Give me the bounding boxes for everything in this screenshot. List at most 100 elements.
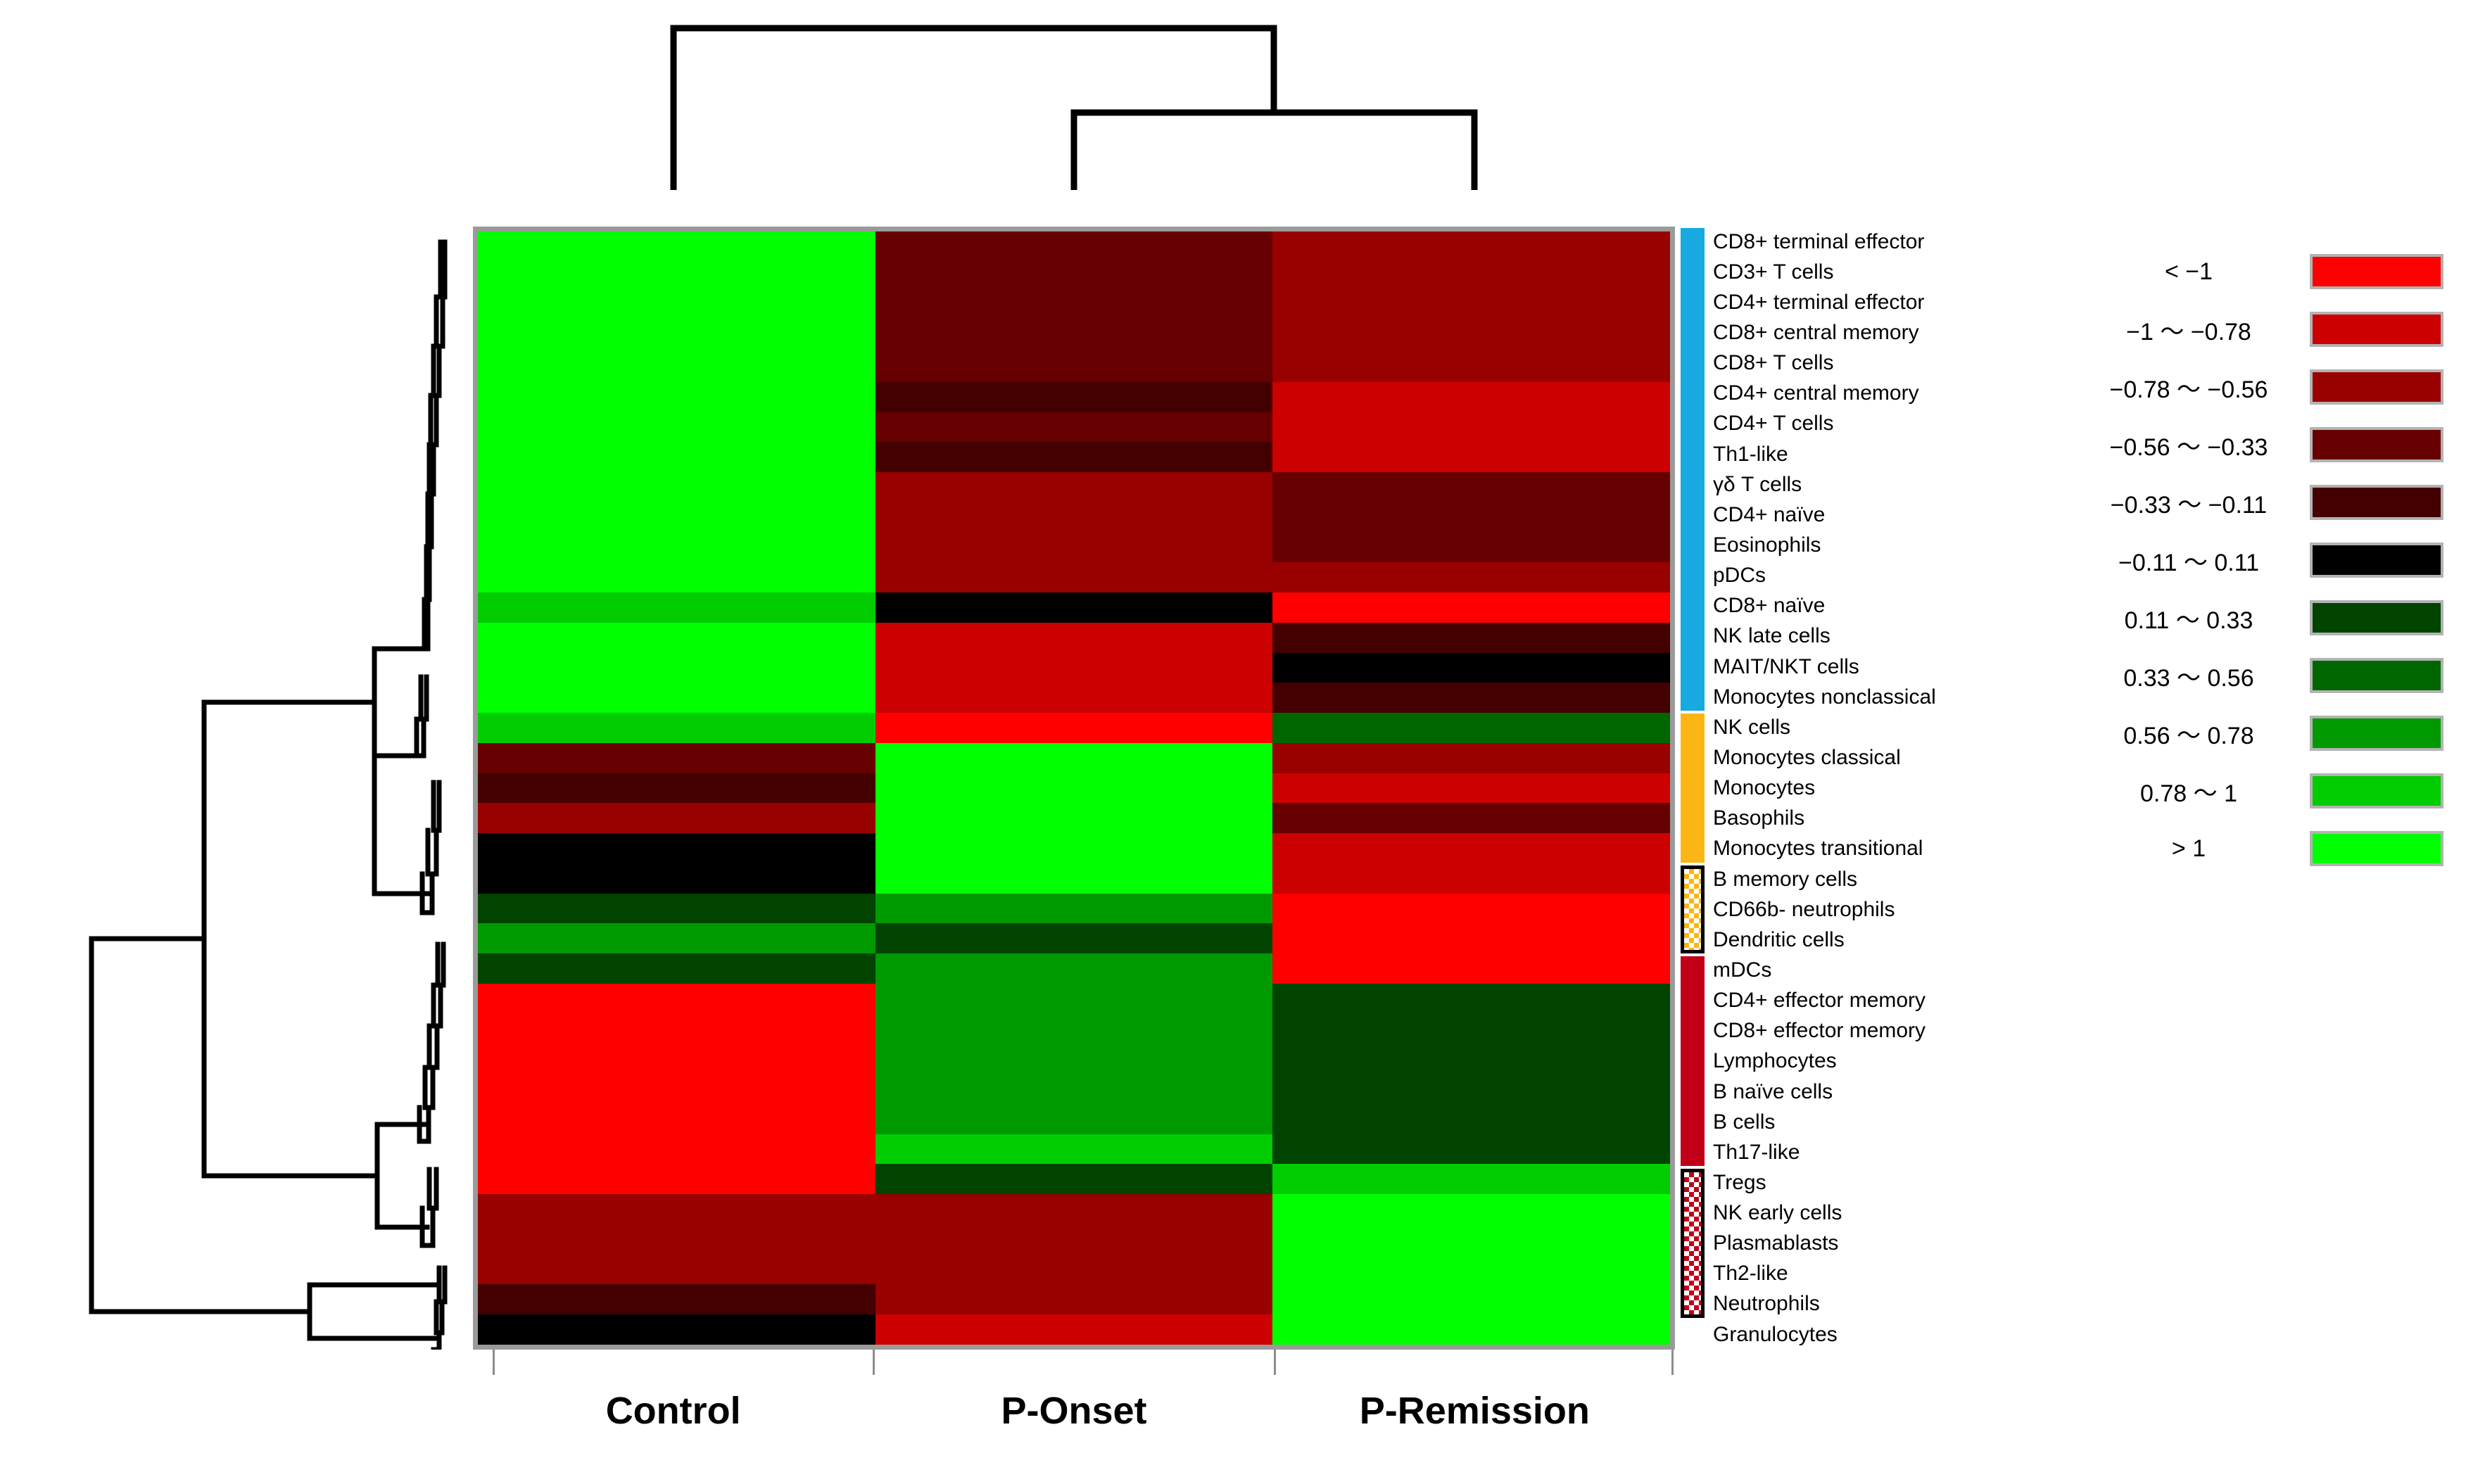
heatmap-cell[interactable] (1272, 833, 1671, 863)
heatmap-cell[interactable] (875, 412, 1273, 443)
heatmap-cell[interactable] (478, 773, 875, 804)
heatmap-cell[interactable] (875, 1044, 1273, 1074)
heatmap-cell[interactable] (875, 442, 1273, 472)
heatmap-cell[interactable] (1272, 953, 1671, 984)
heatmap-cell[interactable] (875, 562, 1273, 592)
heatmap-cell[interactable] (875, 863, 1273, 894)
heatmap-cell[interactable] (478, 1284, 875, 1314)
heatmap-cell[interactable] (875, 352, 1273, 382)
heatmap-cell[interactable] (875, 713, 1273, 743)
heatmap-cell[interactable] (478, 833, 875, 863)
heatmap-cell[interactable] (875, 893, 1273, 924)
heatmap-cell[interactable] (875, 502, 1273, 533)
heatmap-cell[interactable] (478, 291, 875, 322)
heatmap-cell[interactable] (875, 803, 1273, 833)
heatmap-cell[interactable] (1272, 893, 1671, 924)
heatmap-cell[interactable] (1272, 622, 1671, 653)
heatmap-cell[interactable] (1272, 652, 1671, 683)
heatmap-cell[interactable] (1272, 291, 1671, 322)
heatmap-cell[interactable] (875, 1314, 1273, 1345)
heatmap-cell[interactable] (1272, 261, 1671, 292)
heatmap-cell[interactable] (1272, 502, 1671, 533)
heatmap-cell[interactable] (1272, 983, 1671, 1014)
heatmap-cell[interactable] (875, 1134, 1273, 1165)
heatmap-cell[interactable] (1272, 532, 1671, 563)
heatmap-cell[interactable] (1272, 923, 1671, 953)
heatmap-cell[interactable] (478, 1314, 875, 1345)
heatmap-cell[interactable] (1272, 1074, 1671, 1104)
heatmap-cell[interactable] (478, 1103, 875, 1134)
heatmap-cell[interactable] (1272, 1224, 1671, 1255)
heatmap-cell[interactable] (1272, 773, 1671, 804)
heatmap-cell[interactable] (1272, 1194, 1671, 1224)
heatmap-cell[interactable] (1272, 412, 1671, 443)
heatmap-cell[interactable] (1272, 322, 1671, 352)
heatmap-cell[interactable] (875, 232, 1273, 262)
heatmap-cell[interactable] (1272, 863, 1671, 894)
heatmap-cell[interactable] (478, 232, 875, 262)
heatmap-cell[interactable] (478, 893, 875, 924)
heatmap-cell[interactable] (478, 1013, 875, 1044)
heatmap-cell[interactable] (875, 1074, 1273, 1104)
heatmap-cell[interactable] (875, 261, 1273, 292)
heatmap-cell[interactable] (875, 1254, 1273, 1285)
heatmap-cell[interactable] (1272, 1284, 1671, 1314)
heatmap-cell[interactable] (478, 1224, 875, 1255)
heatmap-cell[interactable] (1272, 1164, 1671, 1194)
heatmap-cell[interactable] (478, 1074, 875, 1104)
heatmap-cell[interactable] (478, 742, 875, 773)
heatmap-cell[interactable] (1272, 562, 1671, 592)
heatmap-cell[interactable] (478, 442, 875, 472)
heatmap-cell[interactable] (875, 622, 1273, 653)
heatmap-cell[interactable] (875, 1194, 1273, 1224)
heatmap-cell[interactable] (875, 532, 1273, 563)
heatmap-cell[interactable] (1272, 1044, 1671, 1074)
heatmap-cell[interactable] (478, 592, 875, 623)
heatmap-cell[interactable] (875, 742, 1273, 773)
heatmap-cell[interactable] (1272, 472, 1671, 502)
heatmap-cell[interactable] (478, 562, 875, 592)
heatmap-cell[interactable] (875, 381, 1273, 412)
heatmap-cell[interactable] (478, 472, 875, 502)
heatmap-cell[interactable] (478, 713, 875, 743)
heatmap-cell[interactable] (875, 1103, 1273, 1134)
heatmap-cell[interactable] (1272, 381, 1671, 412)
heatmap-cell[interactable] (1272, 1134, 1671, 1165)
heatmap-cell[interactable] (478, 1194, 875, 1224)
heatmap-cell[interactable] (1272, 1013, 1671, 1044)
heatmap-cell[interactable] (478, 863, 875, 894)
heatmap-cell[interactable] (1272, 803, 1671, 833)
heatmap-cell[interactable] (1272, 232, 1671, 262)
heatmap-cell[interactable] (875, 1164, 1273, 1194)
heatmap-cell[interactable] (478, 652, 875, 683)
heatmap-cell[interactable] (478, 381, 875, 412)
heatmap-cell[interactable] (875, 983, 1273, 1014)
heatmap-cell[interactable] (478, 923, 875, 953)
heatmap-cell[interactable] (875, 291, 1273, 322)
heatmap-cell[interactable] (1272, 683, 1671, 713)
heatmap-cell[interactable] (875, 833, 1273, 863)
heatmap-cell[interactable] (875, 472, 1273, 502)
heatmap-cell[interactable] (875, 322, 1273, 352)
heatmap-cell[interactable] (875, 652, 1273, 683)
heatmap-cell[interactable] (875, 923, 1273, 953)
heatmap-cell[interactable] (478, 532, 875, 563)
heatmap-cell[interactable] (1272, 1254, 1671, 1285)
heatmap-cell[interactable] (875, 1013, 1273, 1044)
heatmap-cell[interactable] (875, 953, 1273, 984)
heatmap-cell[interactable] (1272, 592, 1671, 623)
heatmap-cell[interactable] (1272, 1314, 1671, 1345)
heatmap-cell[interactable] (478, 352, 875, 382)
heatmap-cell[interactable] (478, 622, 875, 653)
heatmap-cell[interactable] (478, 683, 875, 713)
heatmap-cell[interactable] (478, 1044, 875, 1074)
heatmap-cell[interactable] (875, 1284, 1273, 1314)
heatmap-cell[interactable] (1272, 742, 1671, 773)
heatmap-cell[interactable] (478, 803, 875, 833)
heatmap-cell[interactable] (875, 1224, 1273, 1255)
heatmap-cell[interactable] (1272, 713, 1671, 743)
heatmap-cell[interactable] (875, 683, 1273, 713)
heatmap-cell[interactable] (478, 1134, 875, 1165)
heatmap-cell[interactable] (478, 412, 875, 443)
heatmap-cell[interactable] (1272, 1103, 1671, 1134)
